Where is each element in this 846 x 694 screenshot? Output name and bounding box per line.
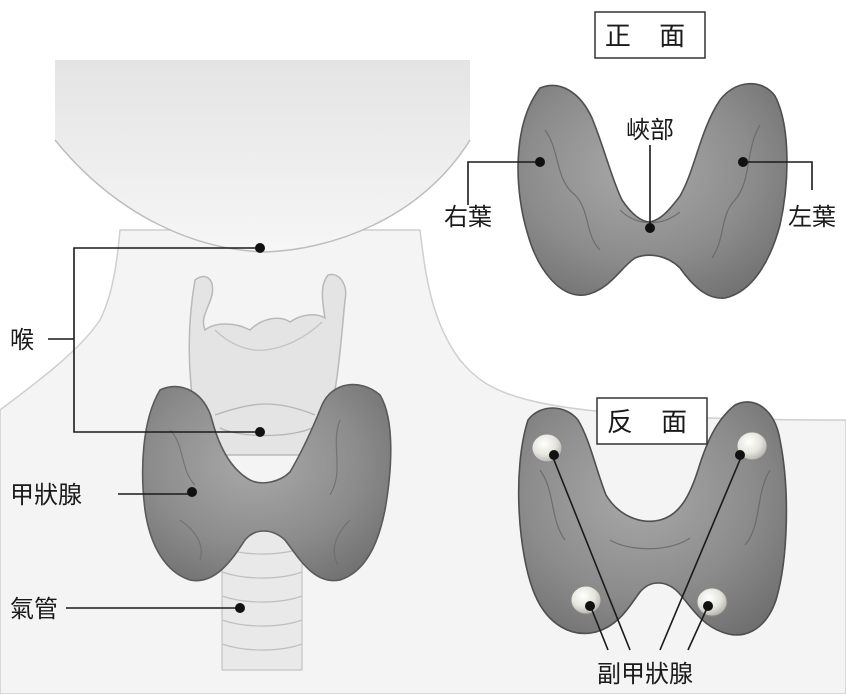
back-view-title: 反 面 — [607, 408, 697, 438]
trachea-label: 氣管 — [10, 595, 58, 623]
isthmus-label: 峽部 — [626, 116, 674, 144]
right-lobe-label: 右葉 — [444, 203, 492, 231]
larynx-label: 喉 — [10, 326, 34, 354]
parathyroid-lower-right — [697, 588, 727, 616]
parathyroid-lower-left — [571, 586, 601, 614]
front-view-title-box: 正 面 — [595, 12, 705, 58]
left-lobe-label: 左葉 — [788, 203, 836, 231]
thyroid-label: 甲狀腺 — [10, 481, 82, 509]
parathyroid-label: 副甲狀腺 — [597, 660, 693, 688]
back-view-title-box: 反 面 — [597, 398, 707, 444]
front-view-title: 正 面 — [605, 22, 695, 52]
